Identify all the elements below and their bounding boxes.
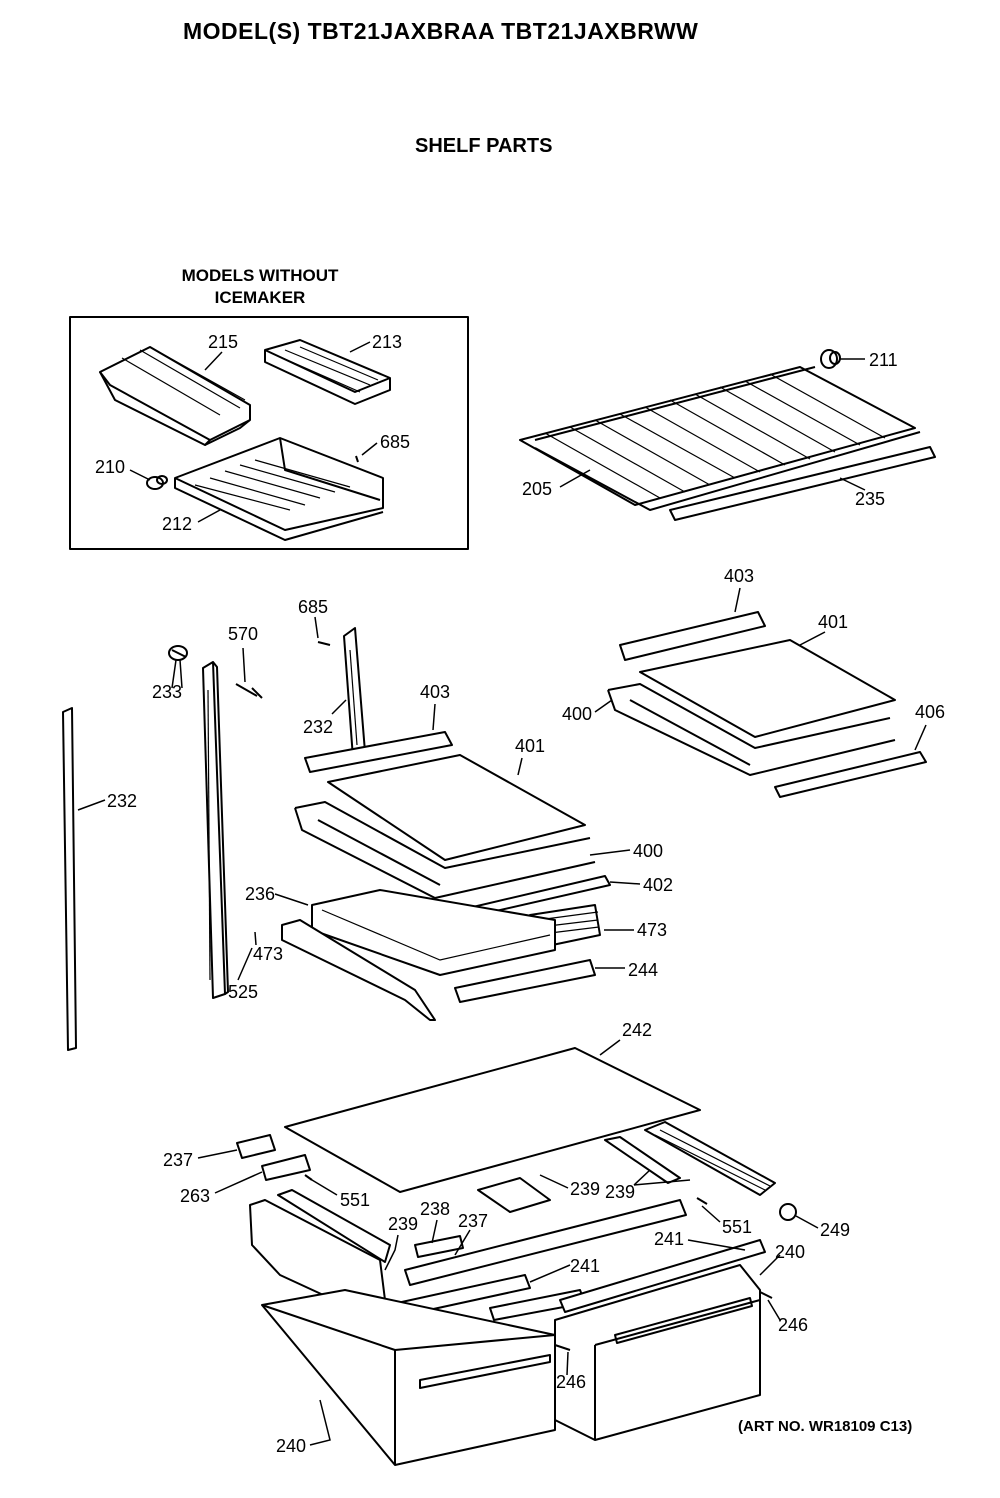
- callout-236: 236: [245, 884, 275, 904]
- rod-246-left: [554, 1344, 571, 1351]
- callout-400-center: 400: [633, 841, 663, 861]
- callout-215: 215: [208, 332, 238, 352]
- knob-part: [146, 475, 168, 490]
- callout-249: 249: [820, 1220, 850, 1240]
- rod-246-right: [759, 1291, 773, 1299]
- callout-241-center: 241: [570, 1256, 600, 1276]
- callout-473-right: 473: [637, 920, 667, 940]
- callout-232-upper: 232: [303, 717, 333, 737]
- callout-232-left: 232: [107, 791, 137, 811]
- bracket-part: [281, 919, 596, 1021]
- screw-part: [355, 455, 359, 463]
- glass-trim-part-right: [619, 611, 766, 661]
- callout-401-center: 401: [515, 736, 545, 756]
- callout-205: 205: [522, 479, 552, 499]
- glass-shelf-part: [327, 754, 586, 861]
- pin-551-right: [696, 1197, 708, 1205]
- inset-caption-line1: MODELS WITHOUT: [181, 266, 339, 285]
- drawer-rail-241-right: [559, 1239, 766, 1313]
- callout-235: 235: [855, 489, 885, 509]
- short-rail-part: [343, 627, 366, 759]
- tray-holder-part: [174, 437, 384, 541]
- callout-570: 570: [228, 624, 258, 644]
- callout-240-right: 240: [775, 1242, 805, 1262]
- inset-caption-line2: ICEMAKER: [214, 288, 306, 307]
- callout-551-left: 551: [340, 1190, 370, 1210]
- large-glass-part: [284, 1047, 701, 1193]
- callout-213: 213: [372, 332, 402, 352]
- callout-233: 233: [152, 682, 182, 702]
- callout-237-center: 237: [458, 1211, 488, 1231]
- callout-473-left: 473: [253, 944, 283, 964]
- callout-240-left: 240: [276, 1436, 306, 1456]
- callout-525: 525: [228, 982, 258, 1002]
- ice-tray-part: [264, 339, 391, 405]
- callout-labels: 215 213 685 210 212 211 205 235 403 401 …: [95, 332, 945, 1456]
- section-subtitle: SHELF PARTS: [415, 135, 553, 157]
- clip-249: [779, 1203, 797, 1221]
- screw-685: [317, 641, 331, 646]
- callout-685: 685: [298, 597, 328, 617]
- callout-685-inset: 685: [380, 432, 410, 452]
- cover-piece-238: [414, 1235, 464, 1258]
- rail-part: [669, 446, 936, 521]
- model-title: MODEL(S) TBT21JAXBRAA TBT21JAXBRWW: [183, 18, 699, 44]
- callout-239-right: 239: [605, 1182, 635, 1202]
- front-bar-part: [404, 1199, 687, 1286]
- screw-570: [235, 683, 263, 699]
- rear-trim-part: [774, 751, 927, 798]
- callout-551-right: 551: [722, 1217, 752, 1237]
- small-bracket-239: [477, 1177, 551, 1213]
- cover-piece-237: [236, 1134, 276, 1159]
- callout-403-center: 403: [420, 682, 450, 702]
- pin-551: [304, 1174, 313, 1181]
- callout-239-left: 239: [388, 1214, 418, 1234]
- callout-244: 244: [628, 960, 658, 980]
- callout-246-left: 246: [556, 1372, 586, 1392]
- drawer-support-left: [249, 1189, 391, 1306]
- glass-trim-part: [304, 731, 453, 773]
- wire-shelf-part: [519, 366, 921, 511]
- glass-shelf-part-right: [639, 639, 896, 738]
- callout-237-left: 237: [163, 1150, 193, 1170]
- clip-part: [168, 645, 188, 661]
- callout-242: 242: [622, 1020, 652, 1040]
- callout-210: 210: [95, 457, 125, 477]
- callout-263: 263: [180, 1186, 210, 1206]
- drawer-rail-right: [604, 1121, 776, 1196]
- long-rail-part: [62, 707, 77, 1051]
- callout-211: 211: [869, 350, 898, 370]
- shelf-frame-part: [294, 801, 596, 899]
- leader-lines: [77, 341, 927, 1446]
- slotted-rail-part: [202, 661, 229, 999]
- callout-239-center: 239: [570, 1179, 600, 1199]
- callout-238: 238: [420, 1199, 450, 1219]
- callout-401-right: 401: [818, 612, 848, 632]
- ice-bin-part: [99, 346, 251, 446]
- art-number: (ART NO. WR18109 C13): [738, 1418, 913, 1435]
- callout-400-right: 400: [562, 704, 592, 724]
- cover-piece-263: [261, 1154, 311, 1181]
- callout-212: 212: [162, 514, 192, 534]
- shelf-knob-part: [820, 349, 841, 369]
- inset-caption: MODELS WITHOUT ICEMAKER: [180, 265, 340, 309]
- callout-406: 406: [915, 702, 945, 722]
- callout-403-right: 403: [724, 566, 754, 586]
- callout-246-right: 246: [778, 1315, 808, 1335]
- inset-frame: [69, 316, 469, 550]
- crisper-drawer-right: [554, 1264, 761, 1441]
- callout-241-right: 241: [654, 1229, 684, 1249]
- callout-402: 402: [643, 875, 673, 895]
